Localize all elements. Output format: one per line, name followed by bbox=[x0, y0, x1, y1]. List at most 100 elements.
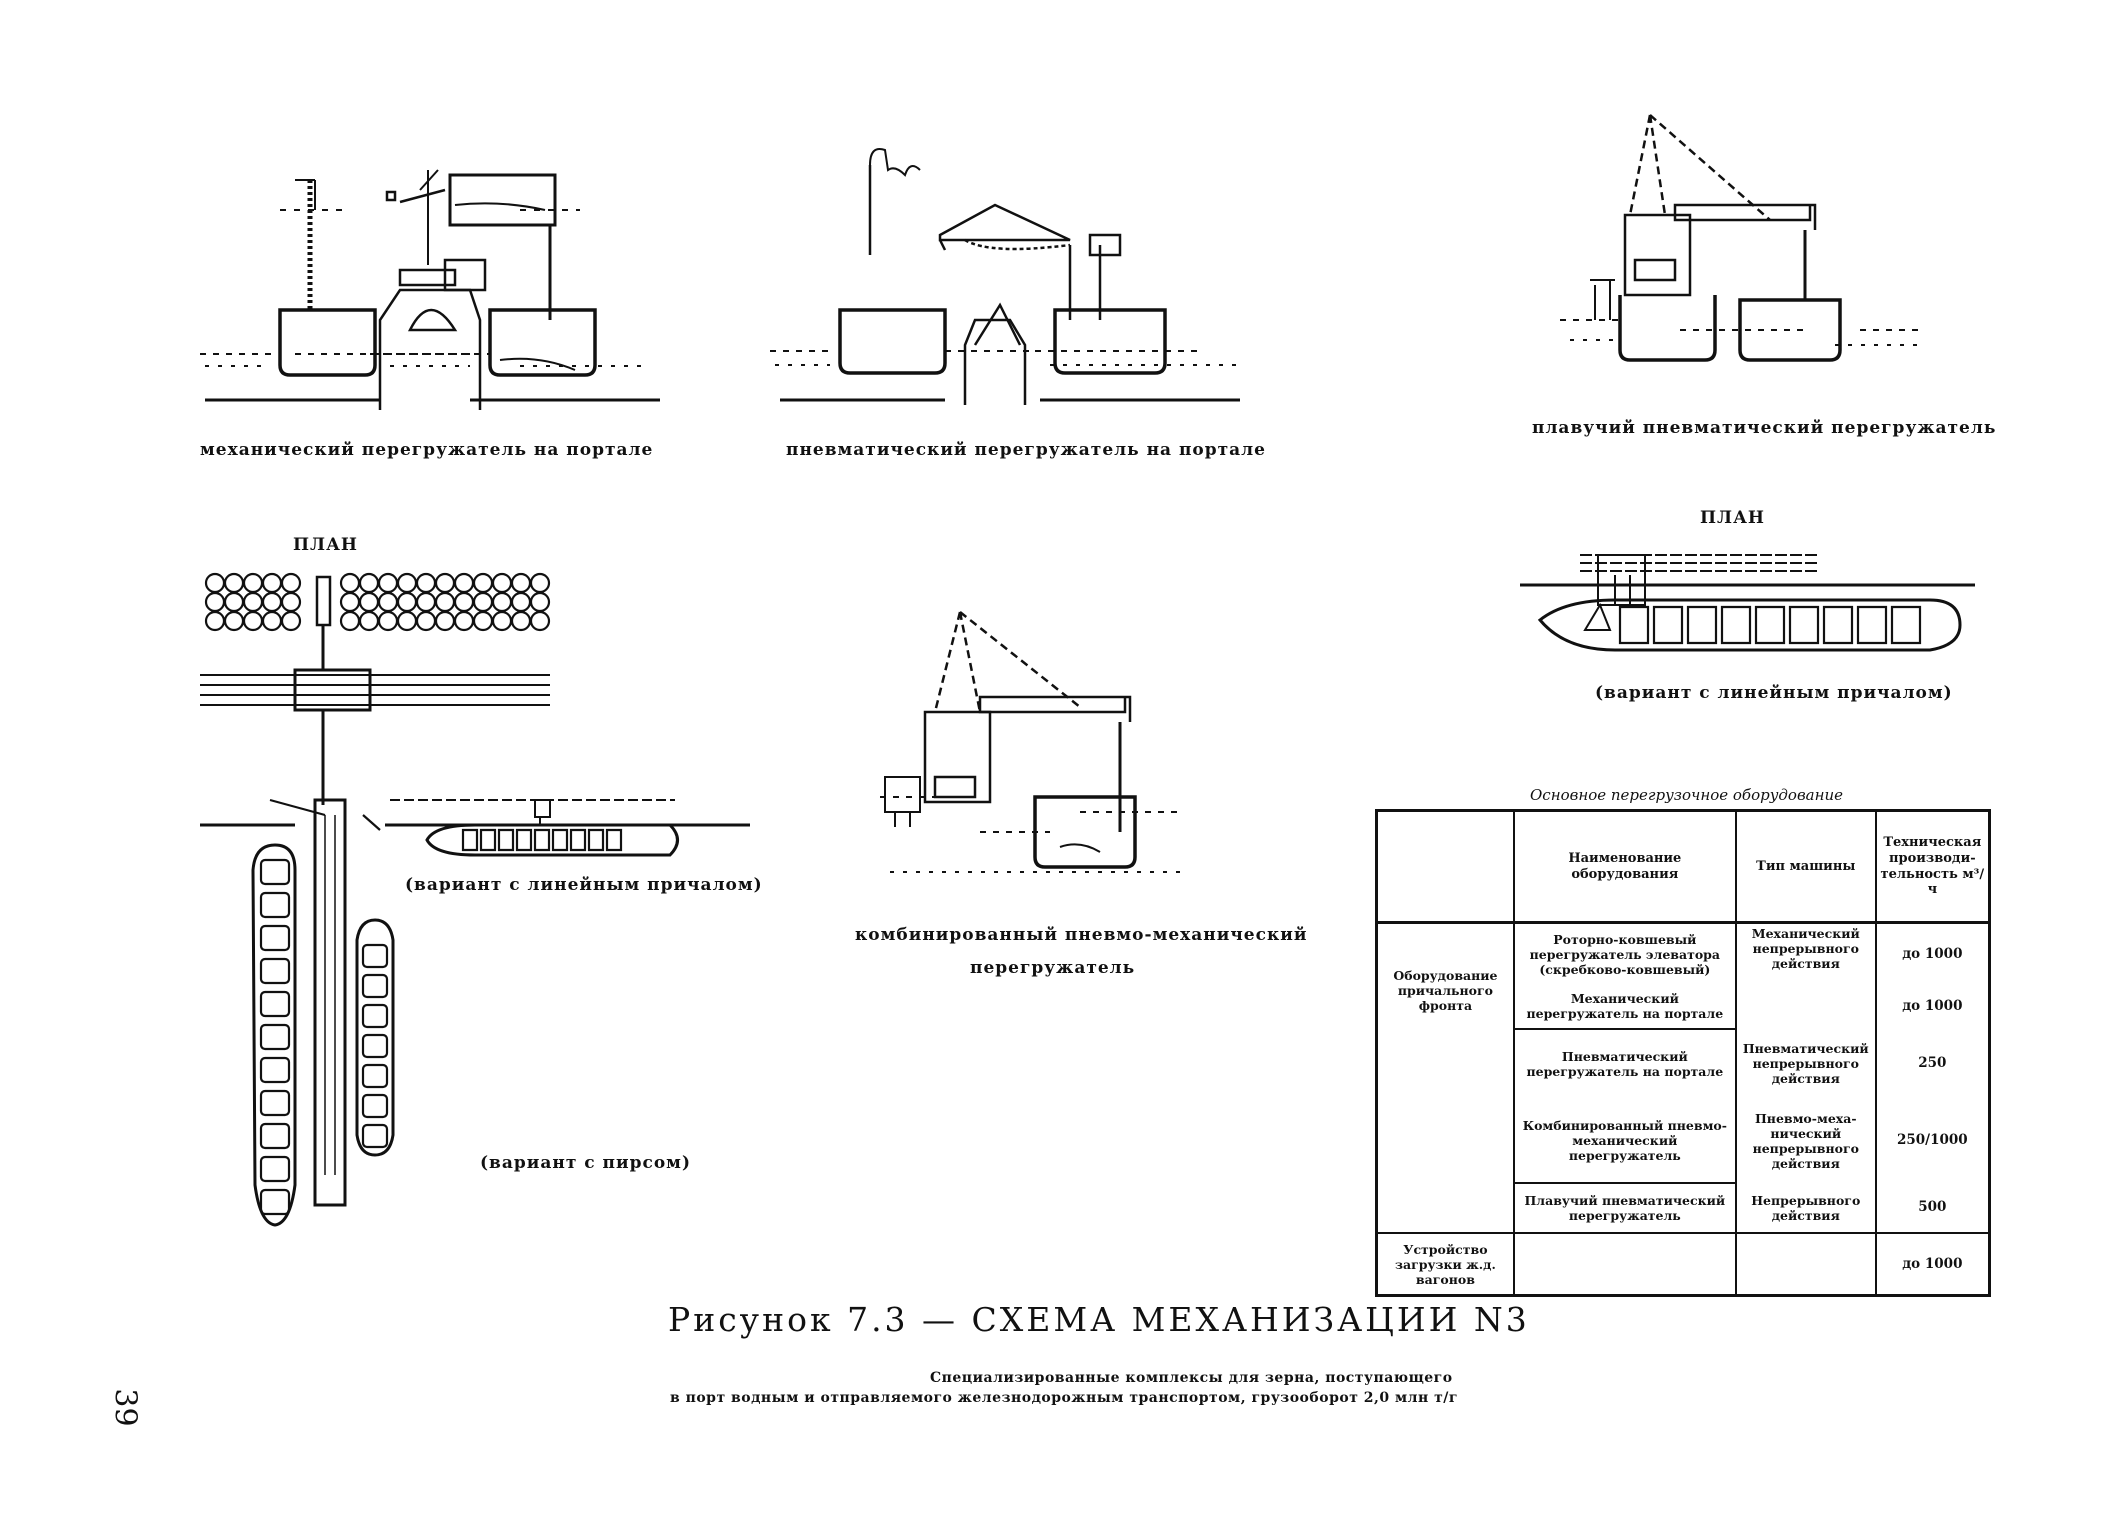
ship-hold bbox=[363, 945, 387, 967]
cell-capacity: 500 bbox=[1874, 1183, 1991, 1233]
ship-hold bbox=[363, 1065, 387, 1087]
table-caption: Основное перегрузочное оборудование bbox=[1530, 786, 1844, 804]
caption-pier-variant: (вариант с пирсом) bbox=[480, 1153, 691, 1173]
silo-circle bbox=[436, 593, 454, 611]
table-row: Оборудование причального фронта Роторно-… bbox=[1375, 922, 1991, 1233]
silo-circle bbox=[474, 612, 492, 630]
cell-capacity: до 1000 bbox=[1874, 922, 1991, 984]
ship-hold bbox=[1722, 607, 1750, 643]
ship-hold bbox=[1858, 607, 1886, 643]
silo-circle bbox=[263, 593, 281, 611]
silo-circle bbox=[341, 593, 359, 611]
silo-circle bbox=[398, 612, 416, 630]
ship-hold bbox=[1756, 607, 1784, 643]
cell-type: Механический непрерывного действия bbox=[1734, 922, 1877, 1029]
ship-hold bbox=[481, 830, 495, 850]
combined-unloader-sketch bbox=[880, 612, 1240, 892]
silo-circle bbox=[360, 574, 378, 592]
ship-hold bbox=[261, 893, 289, 917]
silo-circle bbox=[512, 612, 530, 630]
table-row: Механический перегружатель на портале до… bbox=[1377, 984, 1991, 1030]
silo-circle bbox=[282, 574, 300, 592]
ship-hold bbox=[261, 959, 289, 983]
ship-hold bbox=[363, 1035, 387, 1057]
plan-label-right: ПЛАН bbox=[1700, 508, 1765, 528]
ship-hold bbox=[261, 1124, 289, 1148]
silo-circle bbox=[398, 574, 416, 592]
ship-hold bbox=[261, 1091, 289, 1115]
silo-circle bbox=[225, 612, 243, 630]
silo-circle bbox=[417, 612, 435, 630]
silo-circle bbox=[493, 574, 511, 592]
silo-circle bbox=[493, 612, 511, 630]
silo-circle bbox=[531, 612, 549, 630]
silo-circle bbox=[263, 574, 281, 592]
ship-hold bbox=[463, 830, 477, 850]
ship-hold bbox=[261, 1058, 289, 1082]
cell-type: Пневматический непрерывного действия bbox=[1734, 1029, 1877, 1098]
ship-hold bbox=[553, 830, 567, 850]
silo-circle bbox=[531, 574, 549, 592]
silo-circle bbox=[282, 593, 300, 611]
silo-circle bbox=[398, 593, 416, 611]
silo-circle bbox=[474, 574, 492, 592]
table-row: Устройство загрузки ж.д. вагонов до 1000 bbox=[1375, 1232, 1991, 1296]
ship-hold bbox=[1620, 607, 1648, 643]
group-berth-front: Оборудование причального фронта bbox=[1375, 922, 1515, 1233]
cell-name: Комбинированный пневмо-механический пере… bbox=[1512, 1098, 1737, 1184]
ship-hold bbox=[261, 860, 289, 884]
ship-hold bbox=[363, 1095, 387, 1117]
ship-hold bbox=[1654, 607, 1682, 643]
silo-circle bbox=[206, 574, 224, 592]
ship-hold bbox=[517, 830, 531, 850]
silo-circle bbox=[512, 593, 530, 611]
silo-circle bbox=[263, 612, 281, 630]
cell-capacity: 250 bbox=[1874, 1029, 1991, 1098]
ship-hold bbox=[363, 1125, 387, 1147]
silo-circle bbox=[341, 574, 359, 592]
silo-circle bbox=[436, 574, 454, 592]
silo-circle bbox=[417, 574, 435, 592]
cell-name: Плавучий пневматический перегружатель bbox=[1512, 1183, 1737, 1233]
cell-capacity: до 1000 bbox=[1874, 1232, 1991, 1296]
ship-hold bbox=[571, 830, 585, 850]
silo-circle bbox=[206, 612, 224, 630]
cell-capacity: 250/1000 bbox=[1874, 1098, 1991, 1183]
silo-circle bbox=[474, 593, 492, 611]
header-type: Тип машины bbox=[1734, 810, 1877, 924]
figure-subtitle-line1: Специализированные комплексы для зерна, … bbox=[930, 1370, 1453, 1386]
ship-hold bbox=[1824, 607, 1852, 643]
ship-hold bbox=[261, 1157, 289, 1181]
figure-subtitle-line2: в порт водным и отправляемого железнодор… bbox=[670, 1390, 1458, 1406]
ship-hold bbox=[1688, 607, 1716, 643]
caption-combined-line1: комбинированный пневмо-механический bbox=[855, 925, 1308, 945]
ship-hold bbox=[499, 830, 513, 850]
silo-circle bbox=[244, 612, 262, 630]
silo-circle bbox=[455, 612, 473, 630]
ship-hold bbox=[1892, 607, 1920, 643]
table-row: Плавучий пневматический перегружатель Не… bbox=[1377, 1183, 1991, 1233]
cell-name: Роторно-ковшевый перегружатель элеватора… bbox=[1512, 922, 1737, 984]
table-row: Пневматический перегружатель на портале … bbox=[1377, 1029, 1991, 1098]
ship-hold bbox=[589, 830, 603, 850]
ship-hold bbox=[261, 1190, 289, 1214]
silo-circle bbox=[206, 593, 224, 611]
page-number: 39 bbox=[107, 1388, 143, 1427]
silo-circle bbox=[341, 612, 359, 630]
silo-circle bbox=[436, 612, 454, 630]
ship-hold bbox=[363, 1005, 387, 1027]
cell-name: Пневматический перегружатель на портале bbox=[1512, 1029, 1737, 1098]
silo-circle bbox=[512, 574, 530, 592]
silo-circle bbox=[225, 574, 243, 592]
cell-capacity: до 1000 bbox=[1874, 984, 1991, 1029]
cell-type: Пневмо-меха-нический непрерывного действ… bbox=[1734, 1098, 1877, 1183]
silo-circle bbox=[360, 593, 378, 611]
ship-hold bbox=[261, 1025, 289, 1049]
silo-circle bbox=[379, 593, 397, 611]
plan-pier-variant-sketch bbox=[195, 555, 755, 1255]
silo-circle bbox=[282, 612, 300, 630]
ship-hold bbox=[607, 830, 621, 850]
silo-circle bbox=[493, 593, 511, 611]
silo-circle bbox=[531, 593, 549, 611]
table-header-row: Наименование оборудования Тип машины Тех… bbox=[1375, 810, 1991, 924]
